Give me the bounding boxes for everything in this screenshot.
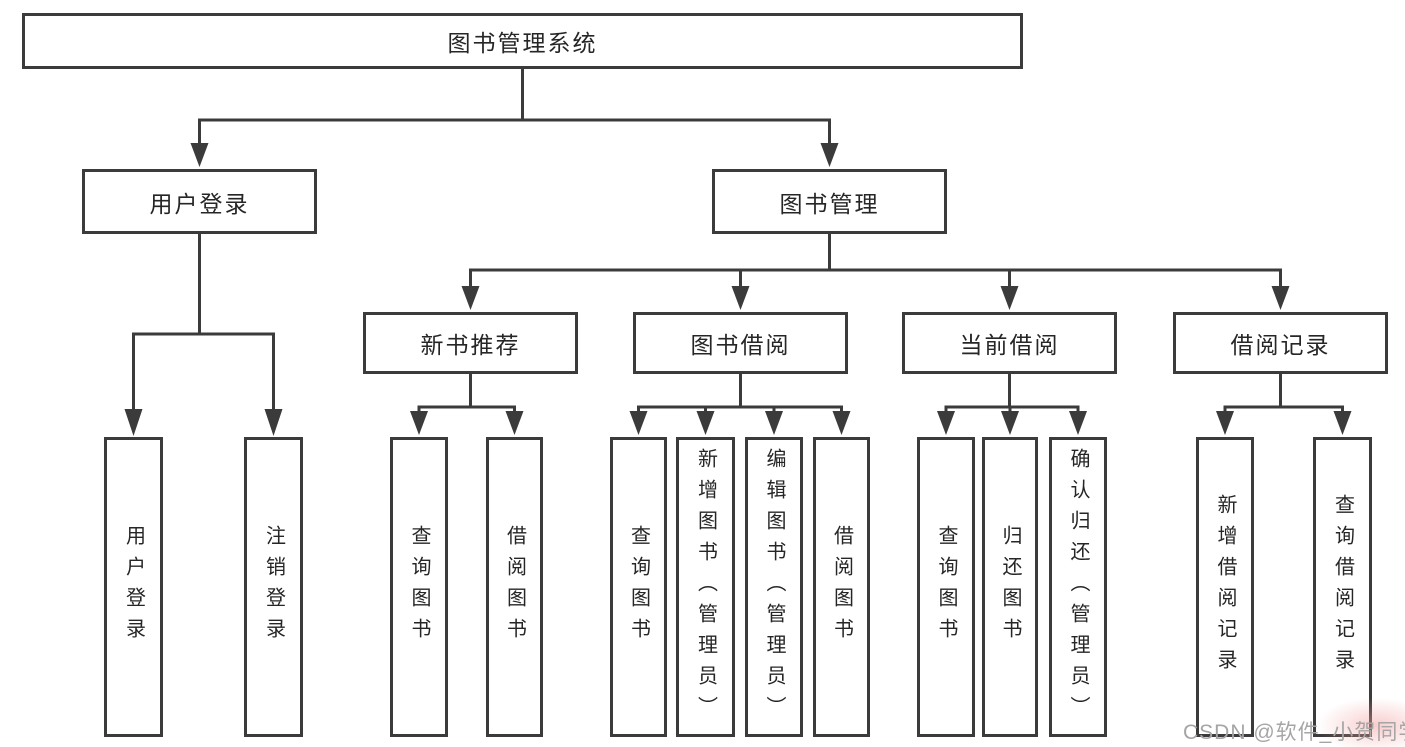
leaf-add-borrow-record-label: 新增借阅记录 [1214,494,1236,680]
leaf-return-books-label: 归还图书 [999,525,1021,649]
leaf-borrow-books: 借阅图书 [813,437,870,737]
leaf-confirm-return-admin-label: 确认归还（管理员） [1067,447,1089,727]
leaf-query-books-current-label: 查询图书 [935,525,957,649]
leaf-edit-books-admin-label: 编辑图书（管理员） [763,447,785,727]
leaf-user-login-label: 用户登录 [122,525,145,649]
node-book-borrowing: 图书借阅 [633,312,848,374]
csdn-watermark: CSDN @软件_小贺同学 [1183,721,1405,744]
leaf-query-books-borrow: 查询图书 [610,437,667,737]
leaf-borrow-books-recommend: 借阅图书 [486,437,543,737]
leaf-add-books-admin: 新增图书（管理员） [676,437,735,737]
leaf-logout: 注销登录 [244,437,303,737]
leaf-borrow-books-label: 借阅图书 [830,525,853,649]
node-user-login: 用户登录 [82,169,317,234]
leaf-query-borrow-record: 查询借阅记录 [1313,437,1372,737]
leaf-query-books-current: 查询图书 [917,437,975,737]
node-library-management-system: 图书管理系统 [22,13,1023,69]
arrow-heads [124,143,1352,436]
leaf-query-books-recommend-label: 查询图书 [408,525,430,649]
leaf-return-books: 归还图书 [982,437,1038,737]
leaf-query-books-borrow-label: 查询图书 [627,525,650,649]
leaf-user-login: 用户登录 [104,437,163,737]
node-book-management: 图书管理 [712,169,947,234]
connector-paths [132,68,1344,413]
leaf-query-borrow-record-label: 查询借阅记录 [1331,494,1354,680]
leaf-edit-books-admin: 编辑图书（管理员） [745,437,803,737]
leaf-query-books-recommend: 查询图书 [390,437,448,737]
node-current-borrowing: 当前借阅 [902,312,1117,374]
node-new-book-recommend: 新书推荐 [363,312,578,374]
leaf-add-borrow-record: 新增借阅记录 [1196,437,1254,737]
leaf-logout-label: 注销登录 [262,525,285,649]
leaf-add-books-admin-label: 新增图书（管理员） [694,447,717,727]
leaf-borrow-books-recommend-label: 借阅图书 [503,525,526,649]
leaf-confirm-return-admin: 确认归还（管理员） [1049,437,1107,737]
node-borrowing-records: 借阅记录 [1173,312,1388,374]
